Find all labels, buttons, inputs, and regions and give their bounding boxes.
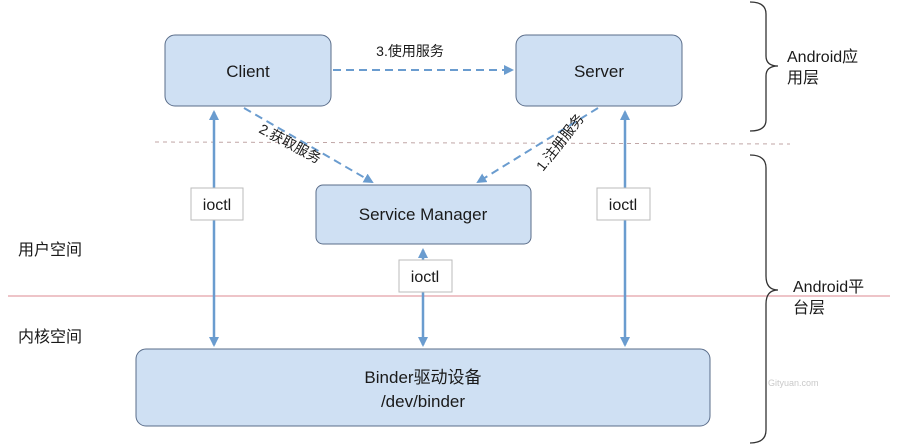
ioctl-label-right: ioctl xyxy=(596,187,651,221)
service-manager-label: Service Manager xyxy=(359,205,488,224)
register-service-arrow xyxy=(476,107,599,184)
app-layer-label-line2: 用层 xyxy=(787,70,819,87)
ioctl-right-text: ioctl xyxy=(609,197,637,214)
ioctl-left-text: ioctl xyxy=(203,197,231,214)
binder-driver-node: Binder驱动设备 /dev/binder xyxy=(135,348,711,427)
platform-layer-label-line2: 台层 xyxy=(793,299,825,317)
app-layer-divider xyxy=(154,141,791,145)
kernel-space-label: 内核空间 xyxy=(18,328,82,346)
ioctl-label-center: ioctl xyxy=(398,259,453,293)
ioctl-center-text: ioctl xyxy=(411,269,439,286)
watermark: Gityuan.com xyxy=(768,378,819,388)
service-manager-node: Service Manager xyxy=(315,184,532,245)
get-service-label: 2.获取服务 xyxy=(257,121,324,167)
platform-layer-label-line1: Android平 xyxy=(793,279,864,296)
server-node: Server xyxy=(515,34,683,107)
binder-driver-label: Binder驱动设备 xyxy=(364,368,481,387)
use-service-label: 3.使用服务 xyxy=(376,43,444,59)
client-node: Client xyxy=(164,34,332,107)
user-space-label: 用户空间 xyxy=(18,241,82,259)
app-layer-bracket xyxy=(749,1,779,132)
platform-layer-bracket xyxy=(749,154,779,444)
server-label: Server xyxy=(574,62,624,81)
client-label: Client xyxy=(226,62,270,81)
app-layer-label-line1: Android应 xyxy=(787,47,858,66)
binder-device-path: /dev/binder xyxy=(381,392,465,411)
ioctl-label-left: ioctl xyxy=(190,187,244,221)
get-service-arrow xyxy=(243,107,374,184)
